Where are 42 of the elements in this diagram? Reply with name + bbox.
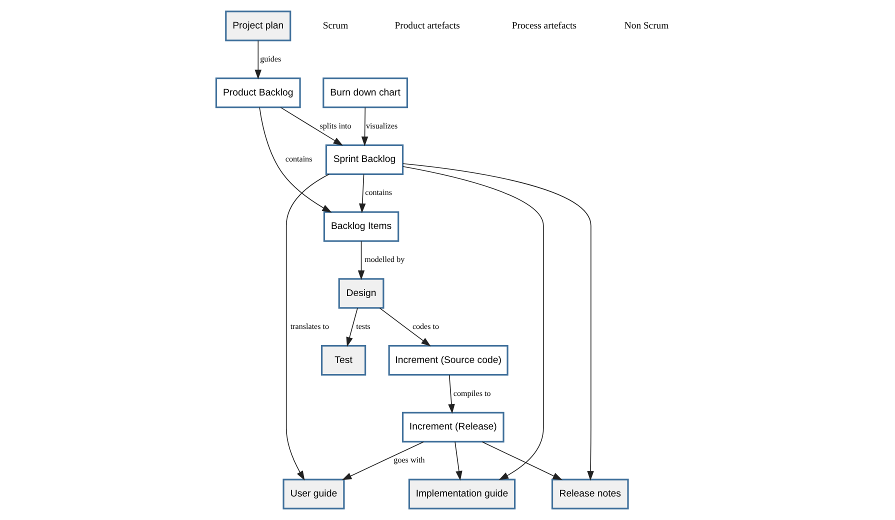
arrow	[358, 174, 366, 214]
arrow	[254, 40, 262, 80]
arrow	[280, 107, 344, 146]
arrow	[259, 107, 332, 213]
node-box: Sprint Backlog	[325, 144, 404, 175]
node-box: Increment (Source code)	[388, 345, 508, 376]
label: Product artefacts	[394, 20, 460, 32]
node-box: Implementation guide	[408, 478, 516, 510]
arrow	[286, 174, 330, 481]
node-box: Product Backlog	[215, 77, 301, 108]
arrow	[448, 374, 455, 414]
edge-label: contains	[365, 188, 392, 198]
edge-label: visualizes	[366, 121, 398, 130]
arrow	[402, 163, 594, 481]
edge-label: contains	[285, 154, 312, 164]
edge-label: tests	[356, 322, 370, 331]
label: Scrum	[322, 20, 348, 32]
node-box: Increment (Release)	[402, 412, 504, 443]
node-box: Burn down chart	[322, 77, 408, 108]
edge-label: compiles to	[453, 388, 491, 398]
edge-label: codes to	[412, 322, 440, 331]
arrow	[358, 240, 365, 280]
arrow	[342, 441, 424, 480]
label: Process artefacts	[512, 20, 577, 32]
edge-label: modelled by	[364, 255, 405, 264]
edge-label: splits into	[320, 121, 352, 130]
edge-label: goes with	[394, 456, 425, 465]
arrow	[346, 308, 358, 347]
node-box: Project plan	[225, 10, 292, 42]
arrow	[361, 107, 368, 146]
arrow	[402, 166, 544, 480]
node-box: Backlog Items	[323, 211, 400, 242]
arrow	[454, 441, 462, 481]
node-box: Release notes	[551, 478, 629, 510]
arrow	[379, 308, 431, 346]
edge-label: translates to	[290, 322, 330, 331]
node-box: Design	[338, 278, 384, 309]
edge-label: guides	[260, 54, 282, 64]
arrow	[482, 441, 562, 480]
node-box: User guide	[282, 478, 345, 510]
node-box: Test	[320, 345, 366, 376]
label: Non Scrum	[624, 20, 669, 32]
